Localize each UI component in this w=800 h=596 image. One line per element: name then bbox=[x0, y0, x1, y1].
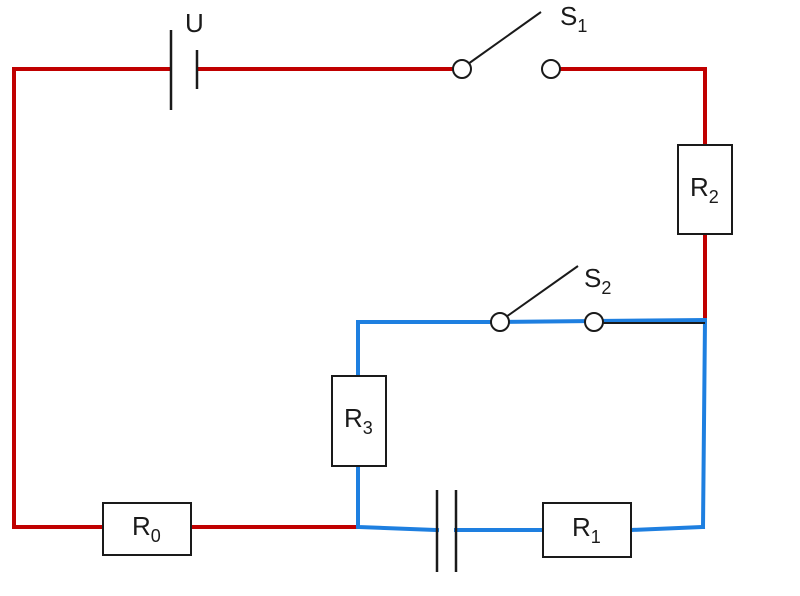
branch-wires bbox=[356, 317, 708, 533]
wire-right-vertical bbox=[700, 317, 708, 530]
resistor-r0-body bbox=[102, 502, 192, 556]
switch-s2: S2 bbox=[490, 263, 611, 332]
resistor-r1-label: R1 bbox=[572, 512, 601, 547]
resistor-r0-letter: R bbox=[132, 511, 151, 541]
resistor-r1-index: 1 bbox=[591, 527, 601, 547]
switch-s1-index: 1 bbox=[577, 16, 587, 36]
switch-s1-terminal-right bbox=[541, 59, 561, 79]
resistor-r2-index: 2 bbox=[709, 187, 719, 207]
resistor-r0-index: 0 bbox=[151, 526, 161, 546]
source-label: U bbox=[185, 8, 204, 38]
switch-s2-letter: S bbox=[584, 263, 601, 293]
switch-s1-lever bbox=[467, 11, 542, 65]
resistor-r1: R1 bbox=[542, 502, 632, 558]
resistor-r3-body bbox=[331, 375, 387, 467]
switch-s2-lever bbox=[505, 265, 579, 318]
wire-top-right bbox=[549, 67, 707, 147]
wire-left-vertical bbox=[12, 67, 105, 529]
resistor-r2-label: R2 bbox=[690, 172, 719, 207]
switch-s1-label: S1 bbox=[560, 1, 587, 36]
resistor-r1-body bbox=[542, 502, 632, 558]
switch-s1-letter: S bbox=[560, 1, 577, 31]
wire-s2-to-junction bbox=[591, 317, 708, 324]
voltage-source: U bbox=[169, 8, 204, 110]
switch-s1-terminal-left bbox=[452, 59, 472, 79]
resistor-r0-label: R0 bbox=[132, 511, 161, 546]
resistor-r3-label: R3 bbox=[344, 403, 373, 438]
resistor-r2: R2 bbox=[677, 144, 733, 235]
switch-s1: S1 bbox=[452, 1, 587, 79]
resistor-r0: R0 bbox=[102, 502, 192, 556]
main-loop-wires bbox=[12, 67, 707, 529]
resistor-r3-index: 3 bbox=[363, 418, 373, 438]
switch-s2-terminal-right bbox=[584, 312, 604, 332]
switch-s2-terminal-left bbox=[490, 312, 510, 332]
wire-r1-right bbox=[628, 524, 706, 533]
resistor-r3: R3 bbox=[331, 375, 387, 467]
switch-s2-index: 2 bbox=[601, 278, 611, 298]
wire-r3-bottom bbox=[356, 464, 440, 533]
resistor-r3-letter: R bbox=[344, 403, 363, 433]
resistor-r2-letter: R bbox=[690, 172, 709, 202]
wire-s2-span bbox=[497, 318, 597, 325]
resistor-r2-body bbox=[677, 144, 733, 235]
switch-s2-label: S2 bbox=[584, 263, 611, 298]
wire-r3-top bbox=[356, 320, 502, 378]
resistor-r1-letter: R bbox=[572, 512, 591, 542]
capacitor bbox=[435, 490, 458, 572]
